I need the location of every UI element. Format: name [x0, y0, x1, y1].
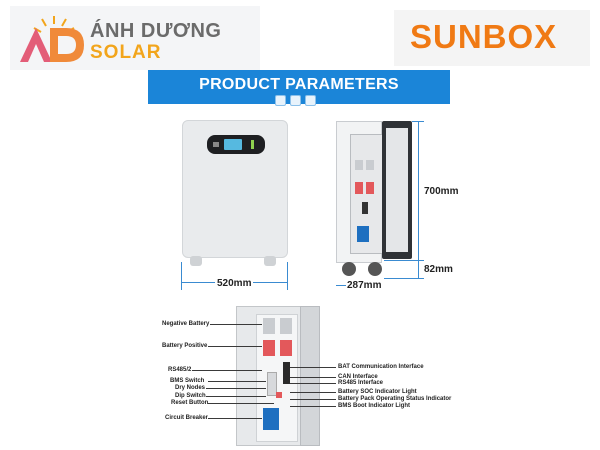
positive-terminal	[355, 182, 363, 194]
reset-button	[276, 392, 282, 398]
caster-wheel-icon	[342, 262, 356, 276]
label-operating-status: Battery Pack Operating Status Indicator	[338, 396, 452, 402]
switch-block	[267, 372, 277, 396]
leader-line	[290, 383, 336, 384]
caster-wheel-icon	[190, 256, 202, 266]
sunbox-logo	[394, 10, 590, 66]
anh-duong-sun-icon	[20, 16, 84, 62]
label-bms-boot-light: BMS Boot Indicator Light	[338, 403, 410, 409]
label-battery-soc-light: Battery SOC Indicator Light	[338, 389, 417, 395]
negative-battery-terminal	[263, 318, 275, 334]
leader-line	[290, 392, 336, 393]
battery-lcd	[224, 139, 242, 150]
banner-dot	[305, 95, 316, 106]
communication-ports	[283, 362, 290, 384]
dimension-tick	[181, 262, 182, 290]
banner-dots	[275, 93, 325, 106]
power-indicator-icon	[251, 140, 254, 149]
sunbox-logo-text: SUNBOX	[410, 18, 558, 55]
leader-line	[208, 346, 262, 347]
width-value: 520mm	[215, 278, 254, 289]
label-negative-battery: Negative Battery	[162, 321, 210, 327]
label-dry-nodes: Dry Nodes	[175, 385, 206, 391]
battery-positive-terminal	[263, 340, 275, 356]
banner-dot	[275, 95, 286, 106]
leader-line	[210, 324, 262, 325]
height-dimension-line	[418, 121, 419, 261]
leader-line	[208, 403, 274, 404]
label-can-interface: CAN Interface	[338, 374, 378, 380]
leader-line	[192, 370, 262, 371]
dimension-tick	[412, 121, 424, 122]
label-bms-switch: BMS Switch	[170, 378, 205, 384]
height-value: 700mm	[424, 186, 459, 197]
dimension-tick	[384, 278, 424, 279]
positive-terminal	[366, 182, 374, 194]
brand-name: ÁNH DƯƠNG	[90, 20, 222, 42]
caster-wheel-icon	[368, 262, 382, 276]
side-cover-inner	[386, 128, 408, 252]
leader-line	[290, 399, 336, 400]
leader-line	[208, 381, 266, 382]
battery-positive-terminal	[280, 340, 292, 356]
leader-line	[290, 377, 336, 378]
dimension-tick	[287, 262, 288, 290]
leader-line	[206, 388, 266, 389]
breaker-icon	[357, 226, 369, 242]
brand-sub: SOLAR	[90, 42, 162, 63]
circuit-breaker-icon	[263, 408, 279, 430]
label-dip-switch: Dip Switch	[175, 393, 206, 399]
label-rs485-2: RS485/2	[168, 367, 192, 373]
label-bat-communication: BAT Communication Interface	[338, 364, 424, 370]
label-circuit-breaker: Circuit Breaker	[165, 415, 209, 421]
banner-dot	[290, 95, 301, 106]
leader-line	[208, 418, 262, 419]
wheel-dimension-line	[418, 261, 419, 279]
leader-line	[290, 367, 336, 368]
negative-terminal	[366, 160, 374, 170]
depth-value: 287mm	[346, 280, 383, 291]
leader-line	[206, 396, 266, 397]
leader-line	[290, 406, 336, 407]
wheel-height-value: 82mm	[424, 264, 453, 275]
caster-wheel-icon	[264, 256, 276, 266]
label-rs485-interface: RS485 Interface	[338, 380, 384, 386]
dimension-tick	[384, 260, 424, 261]
parameters-title: PRODUCT PARAMETERS	[199, 76, 399, 93]
negative-battery-terminal	[280, 318, 292, 334]
comm-ports	[362, 202, 368, 214]
label-battery-positive: Battery Positive	[162, 343, 208, 349]
panel-diagram-side	[300, 306, 320, 446]
display-logo-icon	[213, 142, 219, 147]
negative-terminal	[355, 160, 363, 170]
label-reset-button: Reset Button	[171, 400, 209, 406]
